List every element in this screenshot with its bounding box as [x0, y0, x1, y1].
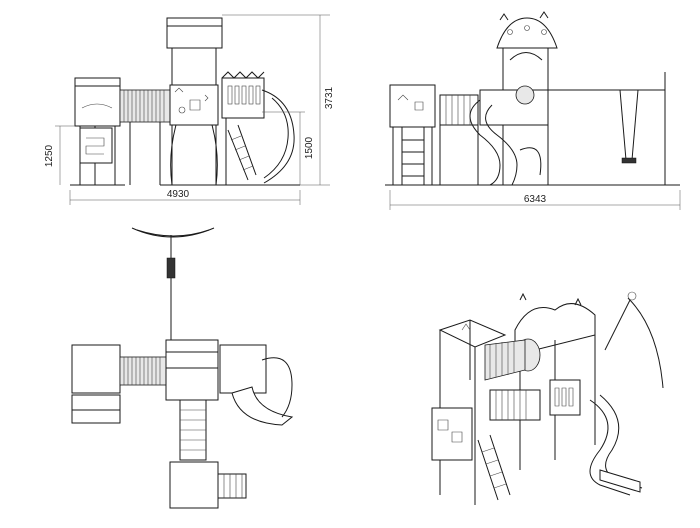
castle-wall	[221, 77, 265, 119]
climbing-panel	[79, 127, 113, 164]
left-platform	[71, 344, 121, 394]
plan-slide	[231, 386, 294, 426]
side-elevation-view: 6343	[385, 11, 681, 210]
crown-roof	[496, 17, 558, 49]
front-height-platform-dimension: 1500	[304, 136, 315, 159]
front-height-total-dimension: 3731	[324, 86, 335, 109]
front-elevation-view: 4930 3731 1500 1250	[44, 14, 335, 205]
plan-tunnel	[119, 356, 167, 386]
front-height-left-dimension: 1250	[44, 144, 55, 167]
isometric-view	[431, 291, 664, 505]
crawl-tunnel	[119, 89, 171, 123]
swing-seat	[621, 157, 637, 164]
tube-slide	[261, 89, 295, 184]
tower-wall-panel	[169, 84, 219, 126]
iso-tunnel	[484, 339, 526, 381]
spiral-slide	[469, 99, 501, 186]
central-platform	[165, 339, 219, 401]
iso-slide	[589, 399, 631, 496]
tower-roof	[166, 17, 223, 49]
front-width-dimension: 4930	[167, 189, 190, 200]
iso-ladder	[477, 434, 511, 501]
bottom-platform	[169, 461, 219, 509]
plan-view	[71, 227, 294, 509]
ladder	[401, 127, 425, 185]
right-platform	[219, 344, 267, 394]
side-width-dimension: 6343	[524, 194, 547, 205]
